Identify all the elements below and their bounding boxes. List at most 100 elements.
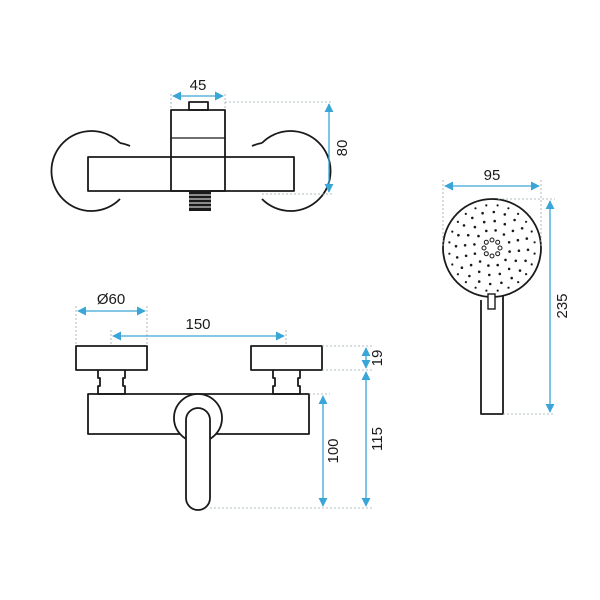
nozzle-dot	[451, 263, 454, 266]
nozzle-ring	[497, 245, 503, 251]
nozzle-dot	[448, 241, 451, 244]
right-cap	[250, 345, 323, 371]
nozzle-dot	[454, 244, 458, 248]
nozzle-dot	[478, 260, 482, 263]
nozzle-dot	[473, 243, 476, 246]
nozzle-dot	[469, 263, 473, 267]
dim-total-height-label: 115	[369, 427, 386, 451]
mixer-top-view	[50, 101, 332, 212]
nozzle-dot	[477, 280, 481, 283]
nozzle-dot	[474, 286, 477, 289]
nozzle-dot	[492, 210, 496, 214]
right-connector	[272, 370, 301, 395]
nozzle-dot	[517, 281, 520, 284]
nozzle-dot	[485, 204, 488, 207]
nozzle-dot	[471, 216, 474, 220]
nozzle-dot	[525, 237, 529, 240]
nozzle-dot	[513, 218, 516, 222]
nozzle-dot	[517, 212, 520, 215]
nozzle-dot	[533, 241, 536, 244]
nozzle-ring	[483, 239, 489, 245]
nozzle-dot	[503, 222, 507, 226]
nozzle-dot	[518, 269, 522, 272]
nozzle-dot	[485, 229, 488, 233]
nozzle-dot	[466, 233, 470, 237]
nozzle-dot	[482, 220, 486, 224]
dim-diameter-label: Ø60	[97, 291, 125, 308]
nozzle-dot	[451, 230, 454, 233]
nozzle-dot	[502, 233, 506, 236]
nozzle-ring	[489, 237, 495, 243]
nozzle-dot	[508, 250, 511, 253]
shower-head	[442, 198, 542, 298]
left-connector	[97, 370, 126, 395]
nozzle-ring	[481, 245, 487, 251]
nozzle-dot	[448, 252, 451, 255]
nozzle-dot	[457, 233, 460, 237]
nozzle-dot	[488, 273, 491, 277]
nozzle-dot	[494, 229, 497, 232]
nozzle-dot	[456, 273, 459, 276]
nozzle-dot	[507, 286, 510, 289]
nozzle-dot	[517, 249, 521, 252]
dim-head-width-label: 95	[484, 167, 501, 184]
dim-top-height-label: 80	[334, 140, 351, 157]
nozzle-dot	[488, 282, 492, 286]
nozzle-dot	[464, 254, 468, 258]
nozzle-dot	[525, 273, 528, 276]
shower-handle	[480, 270, 504, 415]
hand-shower	[442, 198, 542, 415]
nozzle-dot	[496, 263, 500, 267]
nozzle-dot	[498, 272, 502, 276]
nozzle-ring	[495, 239, 501, 245]
right-flange-top	[251, 142, 263, 147]
nozzle-dot	[468, 274, 471, 278]
nozzle-dot	[462, 224, 466, 227]
nozzle-dot	[514, 259, 518, 263]
nozzle-dot	[464, 212, 467, 215]
nozzle-dot	[474, 207, 477, 210]
nozzle-dot	[516, 238, 520, 242]
nozzle-ring	[483, 251, 489, 257]
nozzle-dot	[460, 266, 464, 270]
nozzle-dot	[507, 267, 511, 271]
nozzle-dot	[487, 264, 490, 267]
dim-center-distance-label: 150	[185, 316, 210, 333]
nozzle-dot	[525, 220, 528, 223]
dim-body-height-label: 100	[325, 438, 342, 463]
nozzle-dot	[473, 252, 477, 255]
nozzle-dot	[533, 252, 536, 255]
nozzle-dot	[496, 289, 499, 292]
nozzle-dot	[477, 234, 480, 238]
lever-handle	[185, 407, 211, 511]
nozzle-ring	[495, 251, 501, 257]
top-knob	[188, 101, 209, 111]
nozzle-dot	[477, 270, 481, 274]
dim-cap-height-label: 19	[369, 350, 386, 367]
nozzle-dot	[485, 289, 488, 292]
nozzle-dot	[464, 281, 467, 284]
body-bar	[87, 156, 295, 192]
nozzle-dot	[504, 258, 507, 262]
left-flange-top	[119, 142, 131, 147]
nozzle-ring	[489, 253, 495, 259]
nozzle-dot	[510, 276, 513, 280]
nozzle-dot	[455, 256, 459, 259]
nozzle-dot	[507, 241, 511, 244]
dim-top-width-label: 45	[190, 77, 207, 94]
nozzle-dot	[493, 219, 497, 223]
nozzle-dot	[524, 259, 527, 263]
nozzle-dot	[507, 207, 510, 210]
nozzle-dot	[500, 281, 503, 285]
nozzle-dot	[520, 227, 524, 230]
nozzle-dot	[456, 220, 459, 223]
nozzle-dot	[530, 230, 533, 233]
left-cap	[75, 345, 148, 371]
nozzle-dot	[463, 244, 467, 247]
nozzle-dot	[526, 248, 530, 252]
dim-shower-length-label: 235	[554, 293, 571, 318]
nozzle-dot	[530, 263, 533, 266]
nozzle-dot	[473, 225, 477, 229]
center-block	[170, 109, 226, 192]
